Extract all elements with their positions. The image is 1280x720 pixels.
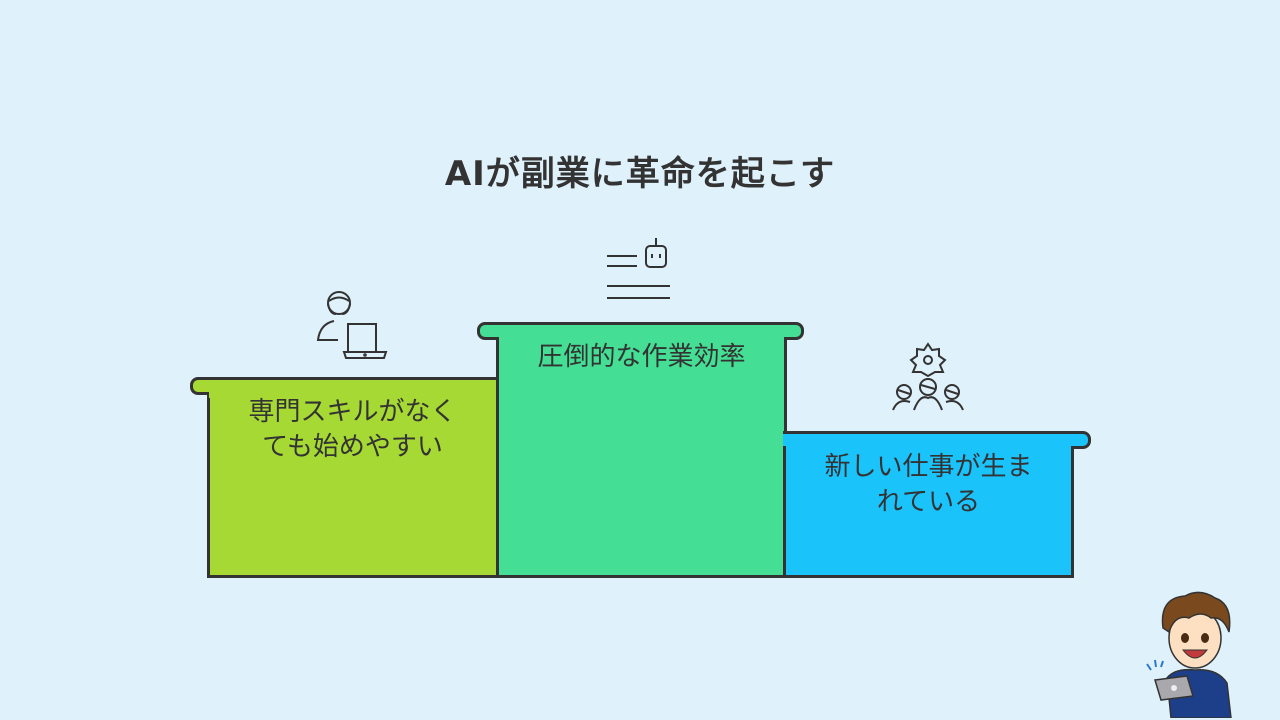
label-line: 新しい仕事が生ま (824, 452, 1033, 482)
label-line: れている (876, 487, 981, 517)
podium-center-label: 圧倒的な作業効率 (496, 340, 787, 375)
podium-left-label: 専門スキルがなく ても始めやすい (210, 395, 495, 465)
podium-left-body (207, 390, 499, 578)
mascot-boy-laptop-icon (1146, 591, 1232, 718)
podium-center-body (496, 336, 787, 578)
podium-right-label: 新しい仕事が生ま れている (785, 450, 1072, 520)
robot-document-icon (607, 238, 670, 299)
label-line: ても始めやすい (262, 432, 443, 462)
gear-people-icon (892, 342, 964, 411)
podium-right-body (783, 444, 1074, 578)
person-laptop-icon (316, 291, 388, 359)
label-line: 圧倒的な作業効率 (537, 342, 746, 372)
label-line: 専門スキルがなく (248, 397, 457, 427)
page-title: AIが副業に革命を起こす (444, 154, 836, 194)
